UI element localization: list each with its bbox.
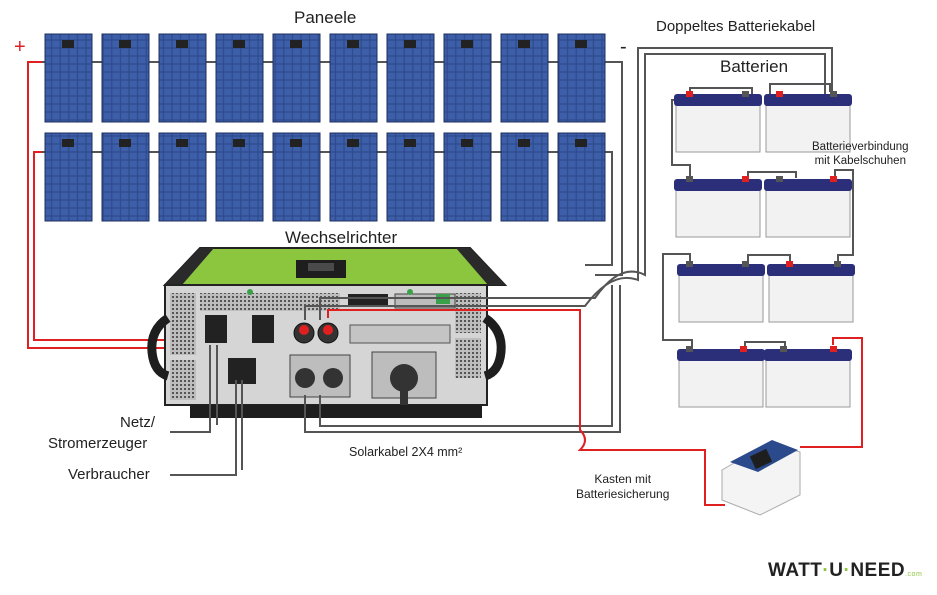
logo-suffix: .com — [905, 571, 923, 578]
solar-panel — [215, 33, 264, 123]
solar-panel — [500, 33, 549, 123]
solar-panel — [44, 132, 93, 222]
label-double-cable: Doppeltes Batteriekabel — [656, 18, 816, 35]
solar-panel — [101, 33, 150, 123]
label-fuse-box-line2: Batteriesicherung — [576, 487, 670, 501]
battery — [677, 346, 765, 408]
label-battery-connection: Batterieverbindung mit Kabelschuhen — [812, 140, 909, 168]
panel-junction-boxes — [62, 40, 587, 147]
solar-panel — [329, 33, 378, 123]
battery — [674, 91, 762, 153]
solar-panel — [386, 33, 435, 123]
minus-sign: - — [620, 36, 627, 58]
battery — [674, 176, 762, 238]
brand-logo: WATT·U·NEED.com — [768, 560, 922, 582]
logo-separator-2: · — [843, 560, 851, 581]
solar-panel — [386, 132, 435, 222]
solar-panel — [158, 33, 207, 123]
battery — [677, 261, 765, 323]
solar-panel — [101, 132, 150, 222]
double-battery-cable — [304, 47, 833, 433]
label-batteries: Batterien — [720, 57, 789, 76]
solar-panel — [443, 132, 492, 222]
inverter — [147, 247, 508, 418]
label-fuse-box-line1: Kasten mit — [594, 472, 652, 486]
label-fuse-box: Kasten mit Batteriesicherung — [576, 472, 669, 502]
label-solar-cable: Solarkabel 2X4 mm² — [349, 445, 463, 459]
battery — [764, 176, 852, 238]
solar-panel — [158, 132, 207, 222]
battery-bank — [674, 91, 855, 408]
battery — [767, 261, 855, 323]
solar-panel — [329, 132, 378, 222]
label-battery-connection-line1: Batterieverbindung — [812, 141, 909, 153]
solar-panel — [272, 33, 321, 123]
solar-panel — [557, 33, 606, 123]
solar-panel — [443, 33, 492, 123]
fuse-box — [721, 440, 801, 516]
label-grid-line1: Netz/ — [120, 414, 156, 431]
battery — [764, 346, 852, 408]
logo-separator: · — [822, 560, 830, 581]
battery-fuse-wire — [327, 309, 863, 506]
label-grid-line2: Stromerzeuger — [48, 435, 148, 452]
solar-panel — [557, 132, 606, 222]
label-inverter: Wechselrichter — [285, 228, 398, 247]
label-panels: Paneele — [294, 8, 357, 27]
panel-row-bottom — [44, 132, 606, 222]
logo-part1: WATT — [768, 560, 823, 581]
logo-part3: NEED — [850, 560, 906, 581]
solar-panel — [500, 132, 549, 222]
solar-panel — [44, 33, 93, 123]
panel-row-top — [44, 33, 606, 123]
label-consumer: Verbraucher — [68, 466, 150, 483]
ac-wires — [170, 345, 243, 476]
solar-panel — [272, 132, 321, 222]
battery — [764, 91, 852, 153]
logo-part2: U — [829, 560, 844, 581]
label-battery-connection-line2: mit Kabelschuhen — [814, 155, 906, 167]
solar-panel — [215, 132, 264, 222]
plus-sign: + — [14, 36, 26, 58]
